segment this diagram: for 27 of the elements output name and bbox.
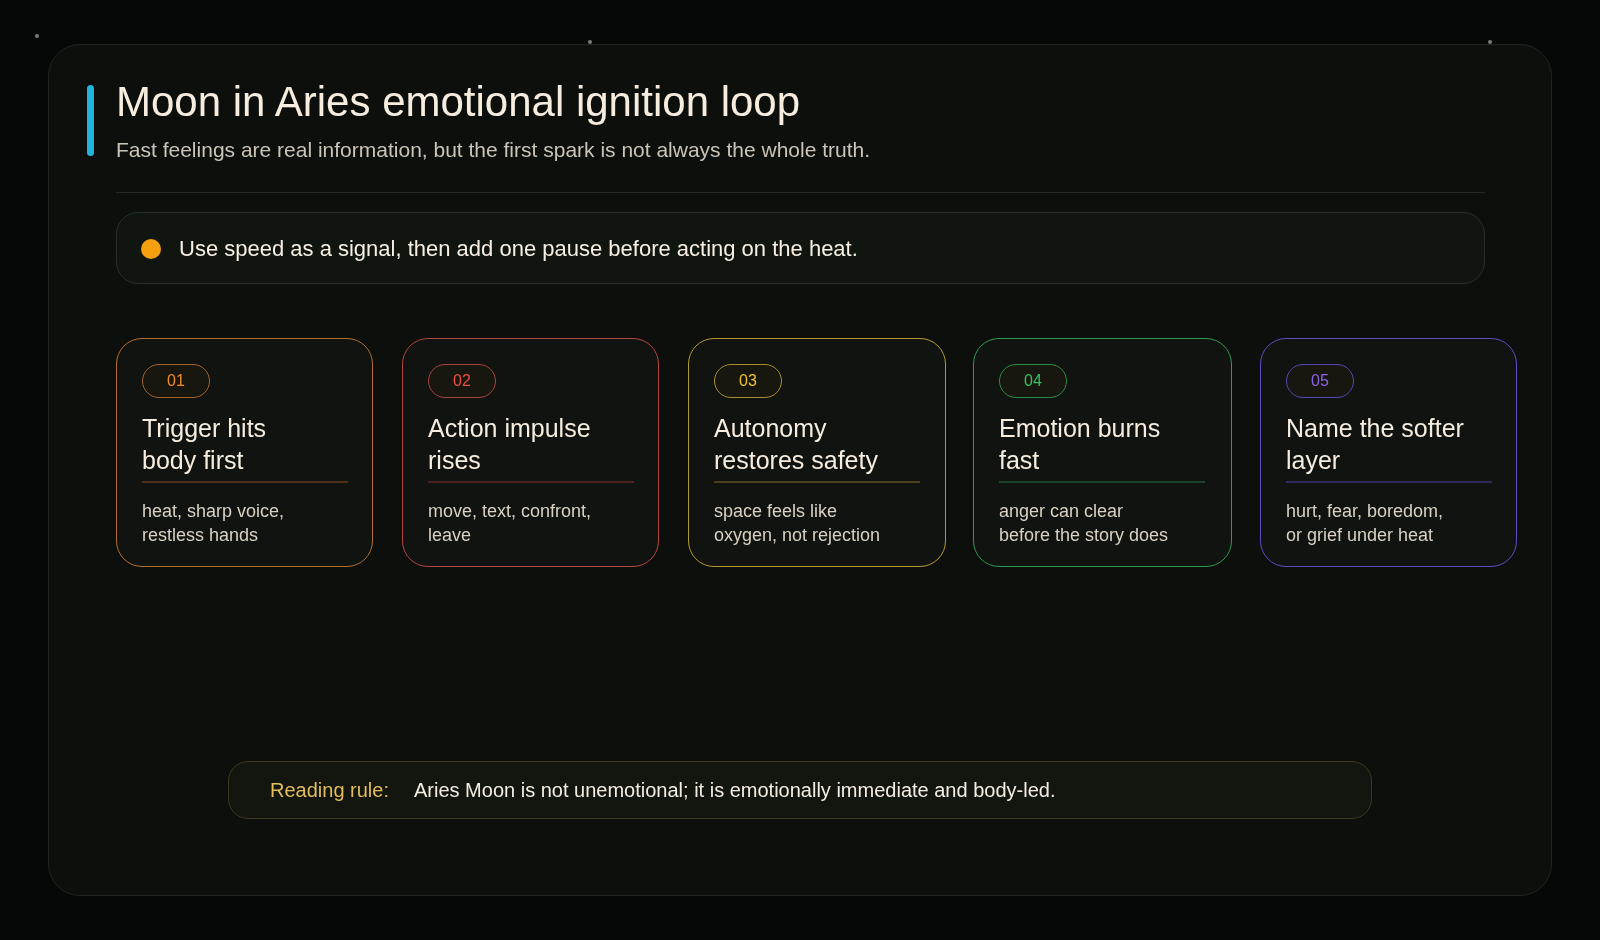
step-number-pill: 01 [142,364,210,398]
card-text: space feels like oxygen, not rejection [714,500,882,547]
card-heading: Action impulse rises [428,413,592,476]
note-banner [228,761,1372,819]
card-heading: Name the softer layer [1286,413,1465,476]
step-card [116,338,373,567]
card-text: move, text, confront, leave [428,500,593,547]
subtitle: Fast feelings are real information, but the first spark is not always the whole truth. [116,138,871,163]
step-card [688,338,946,567]
step-card [1260,338,1517,567]
tip-text: Use speed as a signal, then add one pause before acting on the heat. [179,236,858,261]
step-number-pill: 02 [428,364,496,398]
card-text: anger can clear before the story does [999,500,1170,547]
card-heading: Trigger hits body first [142,413,268,476]
card-heading: Autonomy restores safety [714,413,879,476]
note-label: Reading rule: [270,779,389,802]
step-number-pill: 04 [999,364,1067,398]
step-number-pill: 03 [714,364,782,398]
step-number-pill: 05 [1286,364,1354,398]
step-card [402,338,659,567]
step-card [973,338,1232,567]
card-heading: Emotion burns fast [999,413,1162,476]
card-text: hurt, fear, boredom, or grief under heat [1286,500,1445,547]
note-text: Aries Moon is not unemotional; it is emotionally immediate and body-led. [414,779,1056,802]
title: Moon in Aries emotional ignition loop [116,78,801,127]
card-text: heat, sharp voice, restless hands [142,500,286,547]
tip-banner [116,212,1485,284]
